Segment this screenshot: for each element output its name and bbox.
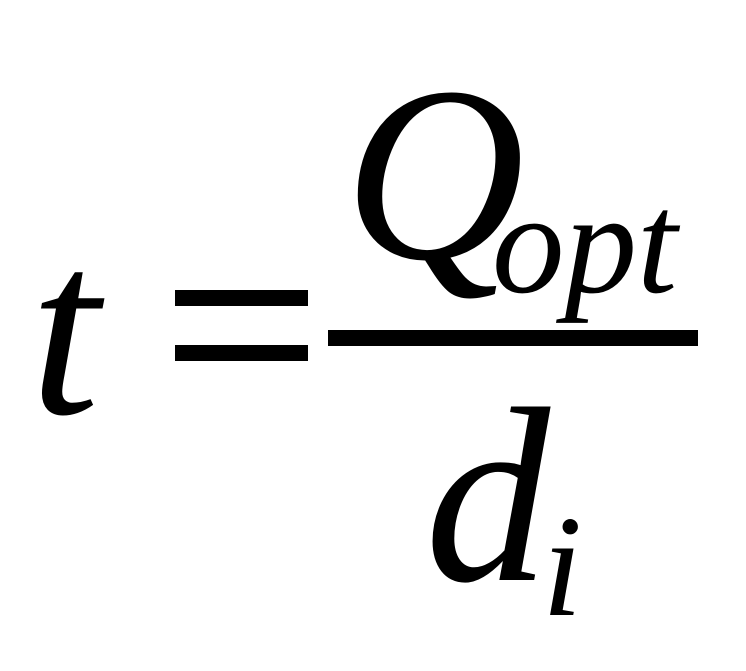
numerator-subscript: opt [492, 164, 678, 324]
denominator-subscript: i [542, 487, 583, 647]
equals-sign-top-bar [175, 290, 308, 306]
denominator-symbol: d [425, 358, 550, 635]
equals-sign-bottom-bar [175, 345, 308, 361]
variable-t: t [30, 191, 100, 468]
numerator-symbol: Q [344, 36, 525, 313]
fraction-bar [328, 330, 698, 346]
